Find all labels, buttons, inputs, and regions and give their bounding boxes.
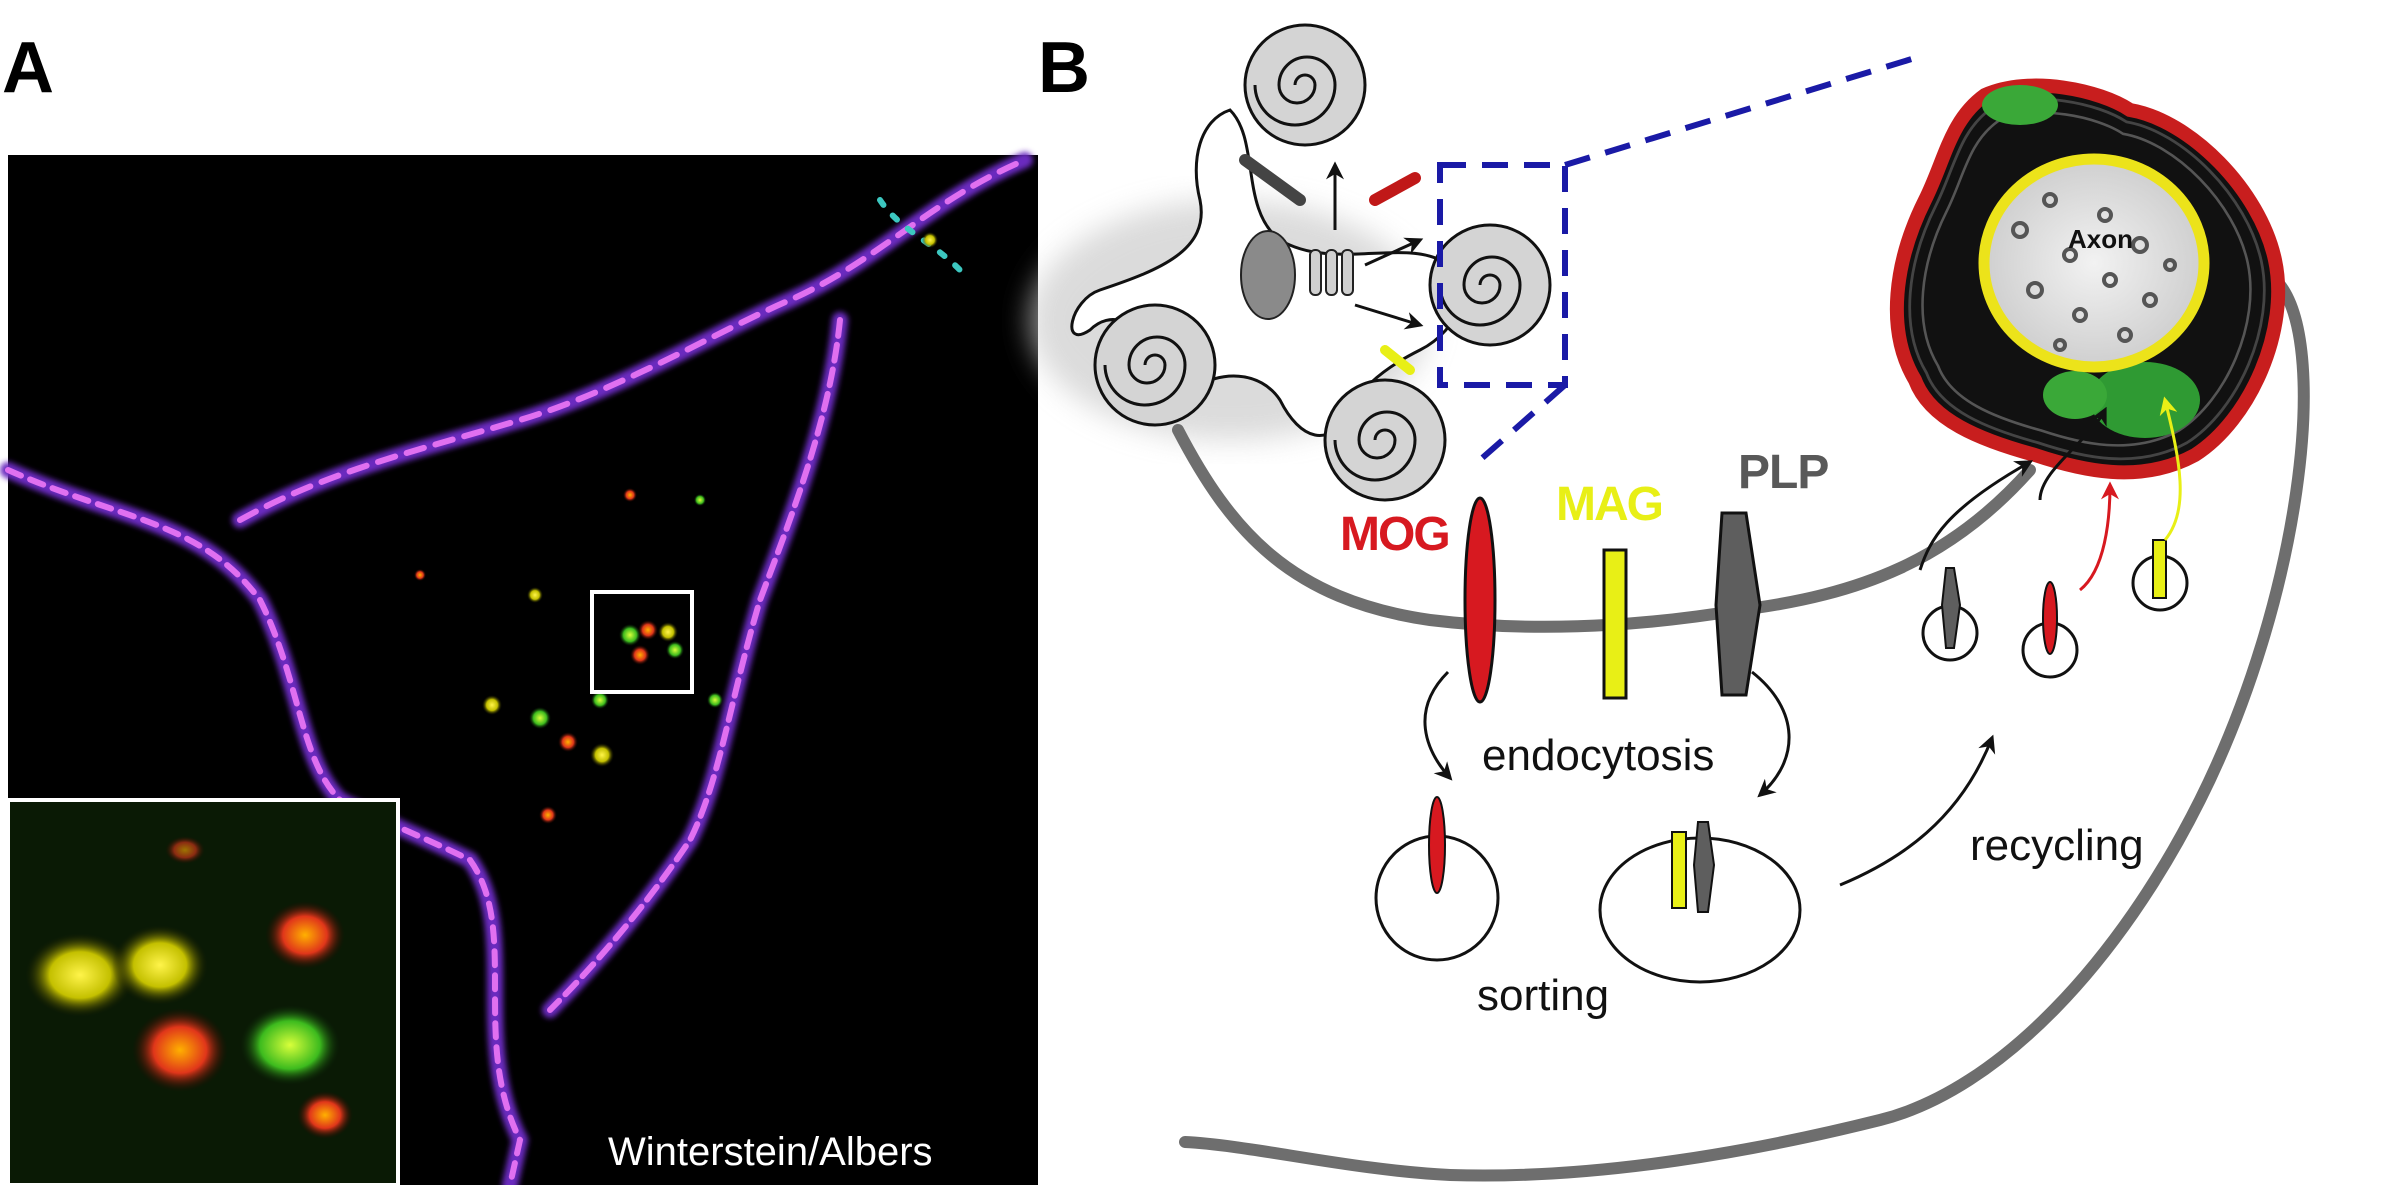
axon-cytoskeleton (2011, 192, 2177, 352)
image-credit: Winterstein/Albers (608, 1130, 933, 1174)
panel-b-letter: B (1038, 28, 1090, 108)
micrograph-panel: Winterstein/Albers (0, 152, 1038, 1185)
intracellular-puncta (414, 232, 938, 824)
nucleus (1240, 230, 1296, 320)
cell-membrane-signal (0, 152, 1033, 1185)
endosome-mag-plp (1598, 821, 1802, 984)
zoom-indicator (1437, 55, 1916, 463)
oligodendrocyte-schematic (1030, 23, 1552, 502)
process-spiral-bottom (1323, 378, 1447, 502)
vesicle-mog (2021, 581, 2079, 679)
inset-enlargement (6, 798, 400, 1185)
endocytosis-label: endocytosis (1482, 731, 1714, 780)
mog-protein (1463, 496, 1497, 704)
vesicle-plp (1921, 567, 1979, 662)
sorting-label: sorting (1477, 971, 1609, 1020)
inset-marker-box (590, 590, 694, 694)
mag-protein (1602, 548, 1628, 700)
process-spiral-top (1243, 23, 1367, 147)
inner-myelin-boundary (1978, 153, 2210, 373)
mag-label: MAG (1556, 478, 1662, 531)
schematic-plp (1239, 154, 1306, 206)
process-spiral-left (1093, 303, 1217, 427)
schematic-mag (1380, 345, 1415, 375)
myelin-cross-section: Axon (1889, 78, 2286, 480)
recycling-label: recycling (1970, 821, 2144, 870)
axon-label: Axon (2068, 224, 2133, 254)
mog-label: MOG (1340, 508, 1449, 561)
schematic-mog (1369, 172, 1421, 206)
plp-label: PLP (1738, 446, 1828, 499)
process-spiral-right (1428, 223, 1552, 347)
outer-membrane (1179, 279, 2310, 1182)
vesicle-mag (2131, 539, 2189, 612)
panel-a-letter: A (2, 28, 54, 108)
golgi-stacks (1309, 249, 1354, 296)
endosome-mog (1374, 796, 1500, 962)
plp-protein (1714, 511, 1762, 697)
